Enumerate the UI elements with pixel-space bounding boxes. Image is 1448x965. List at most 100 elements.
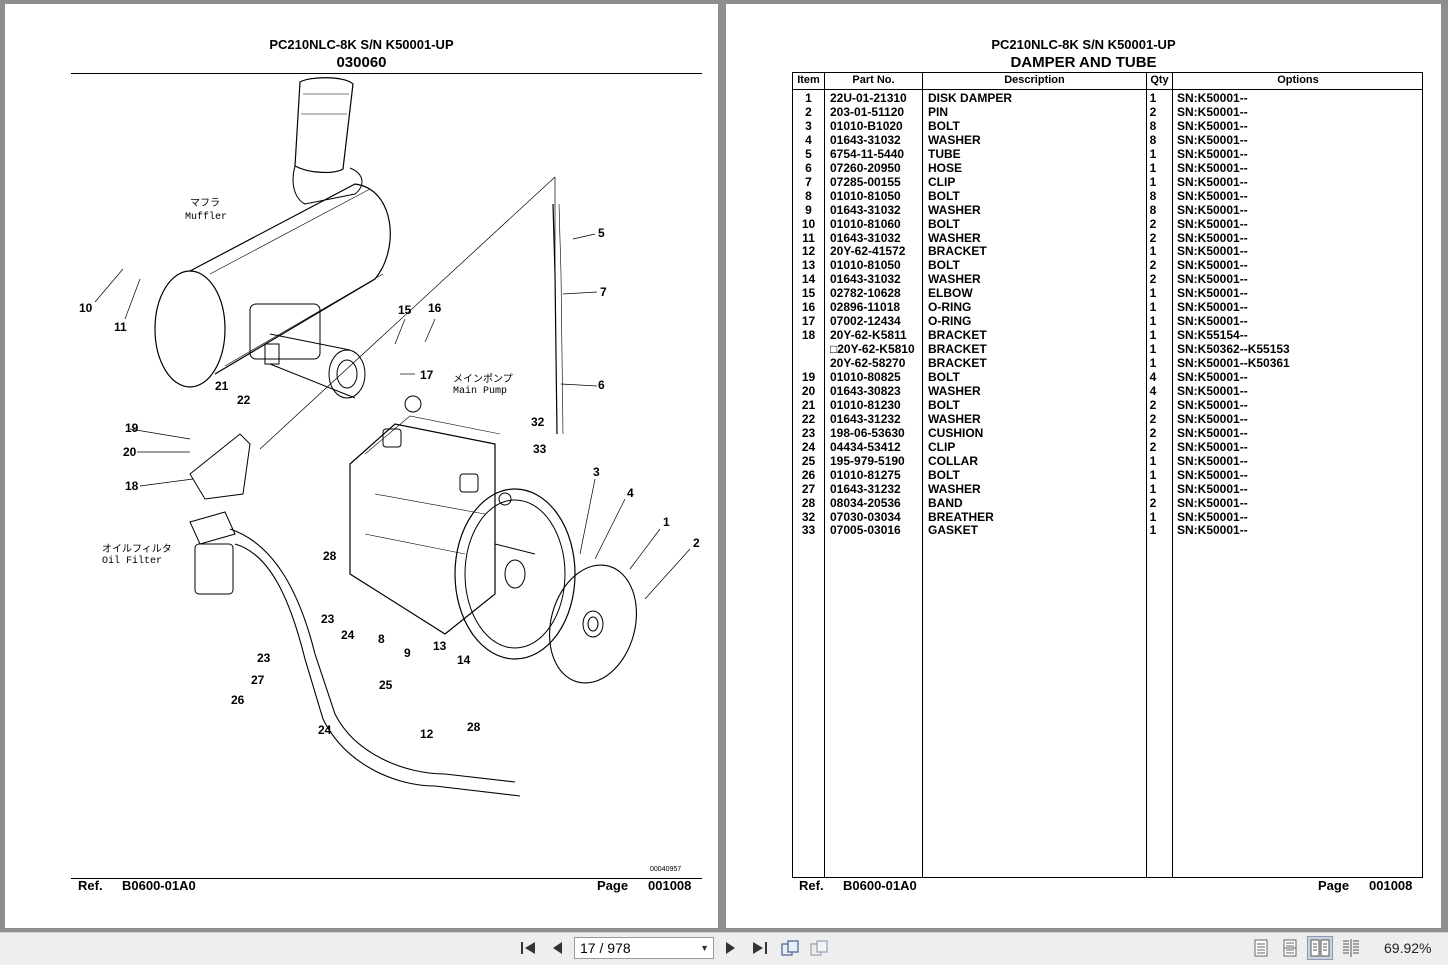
options-cell: SN:K50001-- [1177,383,1248,398]
rotate-icon[interactable] [779,938,801,958]
main-pump-drawing [349,395,576,660]
svg-text:22: 22 [237,393,251,407]
column-header-options: Options [1277,74,1319,86]
part-no-cell: 01010-81050 [830,258,901,273]
item-cell: 22 [801,411,816,426]
options-cell: SN:K50001-- [1177,439,1248,454]
description-cell: WASHER [928,481,981,496]
svg-text:12: 12 [420,727,434,741]
options-cell: SN:K50001-- [1177,286,1248,301]
prev-page-icon[interactable] [547,938,567,958]
part-no-cell: 01010-80825 [830,370,901,384]
qty-cell: 1 [1149,481,1157,496]
two-page-icon[interactable] [1307,936,1333,960]
viewer-toolbar [0,932,1448,965]
part-no-cell: 01643-31232 [830,481,901,496]
qty-cell: 2 [1149,104,1157,119]
qty-cell: 1 [1149,300,1157,315]
options-cell: SN:K50001-- [1177,370,1248,384]
qty-cell: 1 [1149,342,1157,357]
options-cell: SN:K50001-- [1177,118,1248,133]
qty-cell: 1 [1149,453,1157,468]
column-header-item: Item [797,74,820,86]
svg-text:2: 2 [693,536,700,550]
next-page-icon[interactable] [721,938,741,958]
options-cell: SN:K50001-- [1177,132,1248,147]
part-no-cell: 20Y-62-K5811 [830,328,907,343]
qty-cell: 2 [1149,411,1157,426]
description-cell: BOLT [928,397,960,412]
item-cell: 32 [801,509,816,524]
left-page: PC210NLC-8K S/N K50001-UP 030060 マフラ Muf… [5,4,718,928]
part-no-cell: 02896-11018 [830,300,901,315]
main-pump-jp-label: メインポンプ [453,373,513,385]
options-cell: SN:K50001-- [1177,91,1248,105]
options-cell: SN:K50001-- [1177,397,1248,412]
svg-text:14: 14 [457,653,471,667]
item-cell: 4 [805,132,812,147]
description-cell: BOLT [928,216,960,231]
qty-cell: 8 [1149,118,1157,133]
options-cell: SN:K50001-- [1177,300,1248,315]
item-cell: 19 [801,370,816,384]
page-number-input[interactable]: 17 / 978 ▼ [574,937,714,959]
part-no-cell: 04434-53412 [830,439,901,454]
qty-cell: 1 [1149,314,1157,329]
options-cell: SN:K50001-- [1177,202,1248,217]
svg-text:13: 13 [433,639,447,653]
part-no-cell: 01643-31032 [830,230,901,245]
qty-cell: 1 [1149,91,1157,105]
qty-cell: 1 [1149,467,1157,482]
item-cell: 28 [801,495,816,510]
last-page-icon[interactable] [749,938,771,958]
muffler-jp-label: マフラ [190,197,220,209]
main-pump-en-label: Main Pump [453,385,507,397]
qty-cell: 2 [1149,258,1157,273]
part-no-cell: 07030-03034 [830,509,901,524]
options-cell: SN:K50001-- [1177,425,1248,440]
item-cell: 18 [801,328,816,343]
description-cell: BRACKET [928,342,987,357]
single-page-icon[interactable] [1250,938,1272,958]
svg-text:33: 33 [533,442,547,456]
qty-cell: 1 [1149,286,1157,301]
description-cell: BRACKET [928,328,987,343]
part-no-cell: 01643-31032 [830,132,901,147]
item-cell: 33 [801,523,816,538]
parts-list-title: DAMPER AND TUBE [1010,54,1157,71]
part-no-cell: 07002-12434 [830,314,901,329]
first-page-icon[interactable] [517,938,539,958]
qty-cell: 4 [1149,370,1157,384]
description-cell: WASHER [928,132,981,147]
part-no-cell: 01643-31032 [830,272,901,287]
qty-cell: 2 [1149,216,1157,231]
ref-label: Ref. [78,878,103,893]
zoom-level[interactable]: 69.92% [1384,940,1432,956]
continuous-icon[interactable] [1279,938,1301,958]
part-no-cell: 20Y-62-58270 [830,356,906,371]
part-no-cell: 01643-31232 [830,411,901,426]
description-cell: BOLT [928,188,960,203]
options-cell: SN:K50001-- [1177,258,1248,273]
svg-text:28: 28 [323,549,337,563]
chevron-down-icon[interactable]: ▼ [700,943,709,953]
two-page-continuous-icon[interactable] [1340,938,1362,958]
qty-cell: 2 [1149,272,1157,287]
description-cell: CLIP [928,439,956,454]
options-cell: SN:K50001-- [1177,467,1248,482]
fit-icon[interactable] [808,938,830,958]
diagram-model-title: PC210NLC-8K S/N K50001-UP [269,37,454,52]
